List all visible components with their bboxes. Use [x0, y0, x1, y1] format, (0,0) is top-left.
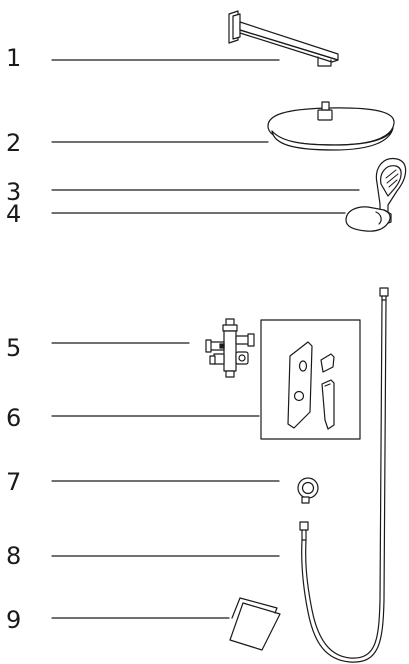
- callout-number-6: 6: [6, 404, 22, 432]
- leader-lines: [51, 59, 360, 619]
- callout-number-8: 8: [6, 542, 22, 570]
- callout-number-5: 5: [6, 334, 22, 362]
- callout-number-2: 2: [6, 129, 22, 157]
- callout-number-9: 9: [6, 606, 22, 634]
- callout-number-4: 4: [6, 200, 22, 228]
- callout-number-7: 7: [6, 468, 22, 496]
- shower-hose-drawing: [299, 287, 389, 663]
- hand-shower-drawing: [375, 157, 407, 223]
- concealed-body-drawing: [205, 318, 255, 378]
- callout-number-3: 3: [6, 178, 22, 206]
- instruction-leaflet-drawing: [229, 597, 281, 651]
- callout-number-1: 1: [6, 44, 22, 72]
- spray-nozzles-icon: [385, 169, 399, 188]
- wall-arm-drawing: [228, 10, 339, 67]
- wall-outlet-drawing: [297, 477, 319, 504]
- shower-holder-drawing: [345, 206, 392, 232]
- mixer-trim-plate-drawing: [260, 319, 361, 440]
- overhead-shower-drawing: [267, 101, 395, 151]
